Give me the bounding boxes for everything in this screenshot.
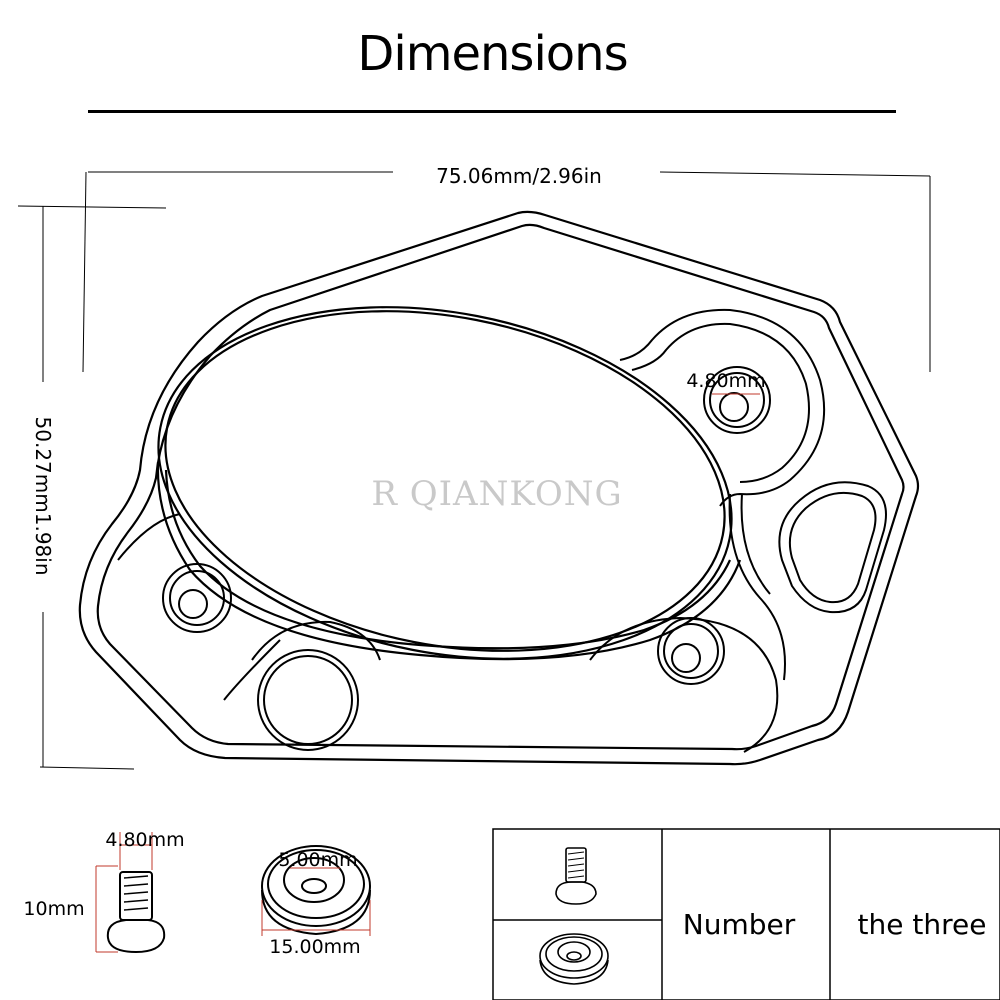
table-number-cell: Number bbox=[683, 908, 796, 941]
height-dimension bbox=[17, 205, 167, 770]
width-dimension bbox=[82, 171, 931, 373]
watermark: R QIANKONG bbox=[371, 474, 622, 514]
screw-length-label: 10mm bbox=[23, 898, 84, 920]
table-count-cell: the three bbox=[858, 908, 987, 941]
washer-inner-label: 5.00mm bbox=[278, 849, 357, 871]
width-label: 75.06mm/2.96in bbox=[436, 164, 602, 188]
table-screw-icon bbox=[555, 847, 597, 905]
top-right-lobe bbox=[619, 308, 826, 507]
washer-dimension-lines bbox=[261, 867, 371, 936]
left-lobe bbox=[117, 513, 281, 701]
washer-outer-label: 15.00mm bbox=[269, 936, 360, 958]
page-title: Dimensions bbox=[357, 26, 628, 82]
screw-dimension-lines bbox=[95, 832, 153, 953]
right-slot bbox=[778, 481, 887, 614]
middle-boss bbox=[251, 620, 381, 751]
table-washer-icon bbox=[539, 933, 609, 985]
height-label: 50.27mm1.98in bbox=[31, 417, 55, 576]
hole-label: 4.80mm bbox=[686, 370, 765, 392]
title-underline bbox=[88, 110, 896, 113]
right-lobe bbox=[589, 493, 786, 753]
screw-drawing bbox=[106, 871, 166, 954]
parts-table bbox=[492, 828, 1000, 1000]
screw-diameter-label: 4.80mm bbox=[105, 829, 184, 851]
washer-drawing bbox=[261, 845, 371, 936]
